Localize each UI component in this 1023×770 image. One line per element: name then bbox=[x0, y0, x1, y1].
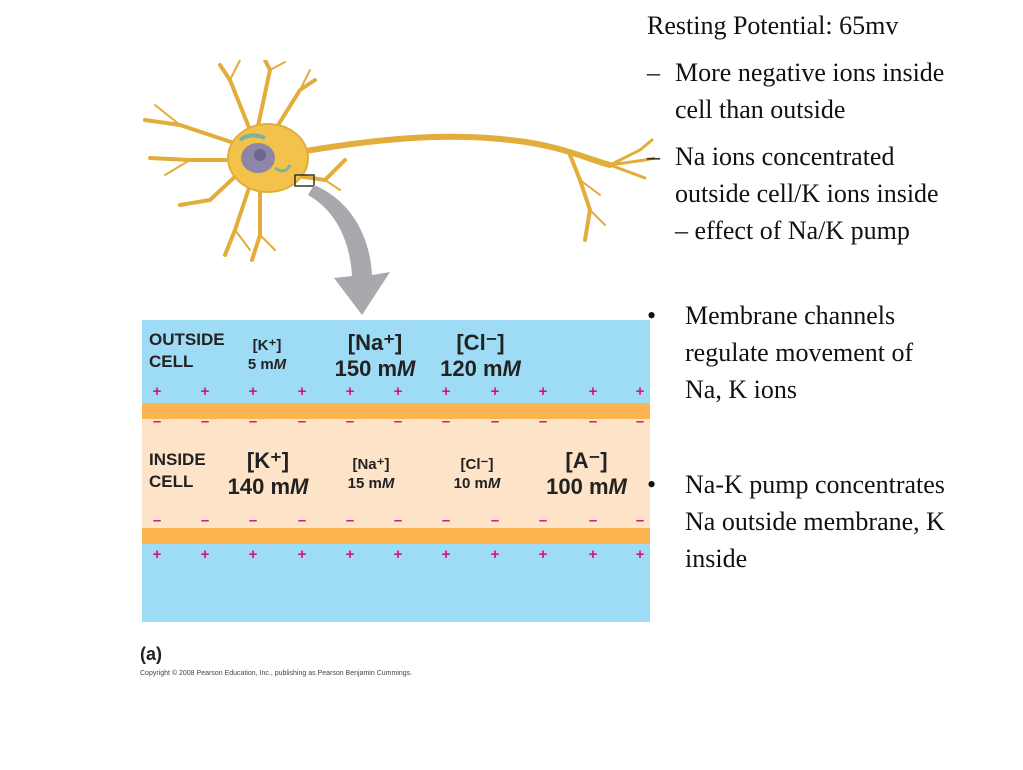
zoom-arrow bbox=[308, 185, 390, 315]
plus-sign-outside: + bbox=[345, 383, 355, 400]
minus-sign-inside-bottom: – bbox=[200, 512, 210, 529]
extracellular-region bbox=[142, 320, 650, 403]
dash-point: – More negative ions inside cell than ou… bbox=[647, 54, 944, 128]
bullet-point: • Na-K pump concentrates Na outside memb… bbox=[647, 466, 945, 577]
plus-sign-outside: + bbox=[635, 383, 645, 400]
minus-sign-inside-bottom: – bbox=[345, 512, 355, 529]
minus-sign-inside-top: – bbox=[248, 413, 258, 430]
dash-marker: – bbox=[647, 58, 660, 87]
plus-sign-outside-lower: + bbox=[345, 546, 355, 563]
plus-sign-outside: + bbox=[538, 383, 548, 400]
plus-sign-outside: + bbox=[248, 383, 258, 400]
plus-sign-outside-lower: + bbox=[588, 546, 598, 563]
membrane-outer-edge bbox=[142, 403, 650, 419]
plus-sign-outside-lower: + bbox=[538, 546, 548, 563]
minus-sign-inside-top: – bbox=[635, 413, 645, 430]
minus-sign-inside-top: – bbox=[490, 413, 500, 430]
bullet-point: • Membrane channels regulate movement of… bbox=[647, 297, 913, 408]
minus-sign-inside-bottom: – bbox=[248, 512, 258, 529]
plus-sign-outside: + bbox=[297, 383, 307, 400]
minus-sign-inside-top: – bbox=[297, 413, 307, 430]
plus-sign-outside: + bbox=[588, 383, 598, 400]
plus-sign-outside-lower: + bbox=[635, 546, 645, 563]
minus-sign-inside-bottom: – bbox=[588, 512, 598, 529]
inside-cl-concentration: [Cl⁻] 10 mM bbox=[453, 456, 501, 492]
dash-marker: – bbox=[647, 142, 660, 171]
plus-sign-outside: + bbox=[393, 383, 403, 400]
inside-na-concentration: [Na⁺] 15 mM bbox=[347, 456, 395, 492]
outside-na-concentration: [Na⁺] 150 mM bbox=[334, 330, 416, 381]
minus-sign-inside-bottom: – bbox=[393, 512, 403, 529]
plus-sign-outside-lower: + bbox=[152, 546, 162, 563]
minus-sign-inside-top: – bbox=[538, 413, 548, 430]
minus-sign-inside-bottom: – bbox=[490, 512, 500, 529]
minus-sign-inside-bottom: – bbox=[538, 512, 548, 529]
minus-sign-inside-top: – bbox=[441, 413, 451, 430]
plus-sign-outside: + bbox=[200, 383, 210, 400]
copyright-note: Copyright © 2008 Pearson Education, Inc.… bbox=[140, 670, 413, 677]
neuron-illustration bbox=[143, 60, 655, 262]
plus-sign-outside-lower: + bbox=[248, 546, 258, 563]
plus-sign-outside: + bbox=[152, 383, 162, 400]
minus-sign-inside-top: – bbox=[345, 413, 355, 430]
extracellular-lower-region bbox=[142, 544, 650, 622]
plus-sign-outside-lower: + bbox=[297, 546, 307, 563]
minus-sign-inside-bottom: – bbox=[152, 512, 162, 529]
plus-sign-outside-lower: + bbox=[490, 546, 500, 563]
minus-sign-inside-bottom: – bbox=[635, 512, 645, 529]
outside-cell-label: OUTSIDE CELL bbox=[149, 330, 225, 371]
inside-k-concentration: [K⁺] 140 mM bbox=[227, 448, 309, 499]
minus-sign-inside-top: – bbox=[393, 413, 403, 430]
minus-sign-inside-top: – bbox=[200, 413, 210, 430]
plus-sign-outside-lower: + bbox=[393, 546, 403, 563]
plus-sign-outside: + bbox=[441, 383, 451, 400]
panel-label: (a) bbox=[140, 644, 162, 664]
intracellular-region bbox=[142, 419, 650, 528]
bullet-marker: • bbox=[647, 470, 657, 499]
plus-sign-outside: + bbox=[490, 383, 500, 400]
outside-cl-concentration: [Cl⁻] 120 mM bbox=[440, 330, 521, 381]
plus-sign-outside-lower: + bbox=[441, 546, 451, 563]
minus-sign-inside-top: – bbox=[588, 413, 598, 430]
minus-sign-inside-bottom: – bbox=[441, 512, 451, 529]
dash-point: – Na ions concentrated outside cell/K io… bbox=[647, 138, 939, 249]
outside-k-concentration: [K⁺] 5 mM bbox=[247, 337, 287, 373]
slide-title: Resting Potential: 65mv bbox=[647, 11, 899, 40]
inside-cell-label: INSIDE CELL bbox=[149, 450, 206, 491]
minus-sign-inside-top: – bbox=[152, 413, 162, 430]
inside-anion-concentration: [A⁻] 100 mM bbox=[546, 448, 627, 499]
membrane-lower-edge bbox=[142, 528, 650, 544]
minus-sign-inside-bottom: – bbox=[297, 512, 307, 529]
plus-sign-outside-lower: + bbox=[200, 546, 210, 563]
bullet-marker: • bbox=[647, 301, 657, 330]
